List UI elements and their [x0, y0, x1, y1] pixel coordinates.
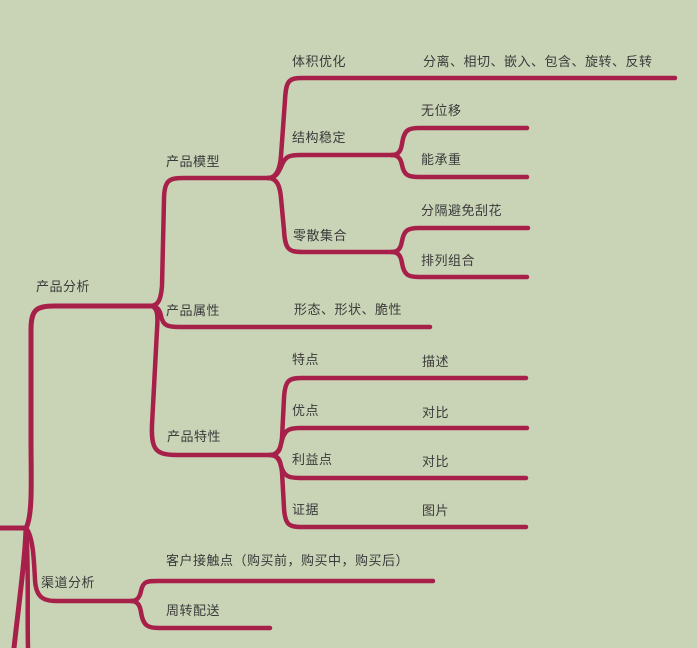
node-separate-avoid-scratches[interactable]: 分隔避免刮花 — [421, 203, 503, 218]
branch-root — [0, 525, 31, 648]
branch-characteristics-children — [267, 375, 530, 530]
branch-collection-children — [389, 225, 531, 280]
branch-model-children — [265, 75, 678, 255]
node-comparison-1[interactable]: 对比 — [422, 405, 450, 420]
node-customer-touchpoints[interactable]: 客户接触点（购买前，购买中，购买后） — [166, 553, 410, 568]
node-turnover-delivery[interactable]: 周转配送 — [166, 603, 221, 618]
node-product-analysis[interactable]: 产品分析 — [36, 279, 91, 294]
node-features[interactable]: 特点 — [292, 352, 320, 367]
node-product-characteristics[interactable]: 产品特性 — [167, 429, 222, 444]
node-benefit-points[interactable]: 利益点 — [292, 452, 333, 467]
node-comparison-2[interactable]: 对比 — [422, 454, 450, 469]
node-product-model[interactable]: 产品模型 — [166, 154, 221, 169]
node-description[interactable]: 描述 — [422, 354, 450, 369]
node-product-attributes[interactable]: 产品属性 — [166, 303, 221, 318]
node-pictures[interactable]: 图片 — [422, 503, 450, 518]
node-channel-analysis[interactable]: 渠道分析 — [41, 575, 96, 590]
node-form-shape-brittleness[interactable]: 形态、形状、脆性 — [294, 302, 403, 317]
node-volume-optimization[interactable]: 体积优化 — [292, 54, 347, 69]
branch-product-model — [147, 175, 433, 458]
branch-channel-analysis — [23, 525, 436, 631]
branch-product-analysis — [23, 303, 153, 531]
branch-stability-children — [389, 125, 530, 180]
node-scattered-collection[interactable]: 零散集合 — [293, 228, 348, 243]
node-no-displacement[interactable]: 无位移 — [421, 103, 462, 118]
node-load-bearing[interactable]: 能承重 — [421, 152, 462, 167]
node-volume-methods[interactable]: 分离、相切、嵌入、包含、旋转、反转 — [423, 54, 653, 69]
node-advantages[interactable]: 优点 — [292, 403, 320, 418]
node-evidence[interactable]: 证据 — [292, 502, 320, 517]
node-structural-stability[interactable]: 结构稳定 — [292, 130, 347, 145]
node-arrangement-combination[interactable]: 排列组合 — [421, 253, 476, 268]
